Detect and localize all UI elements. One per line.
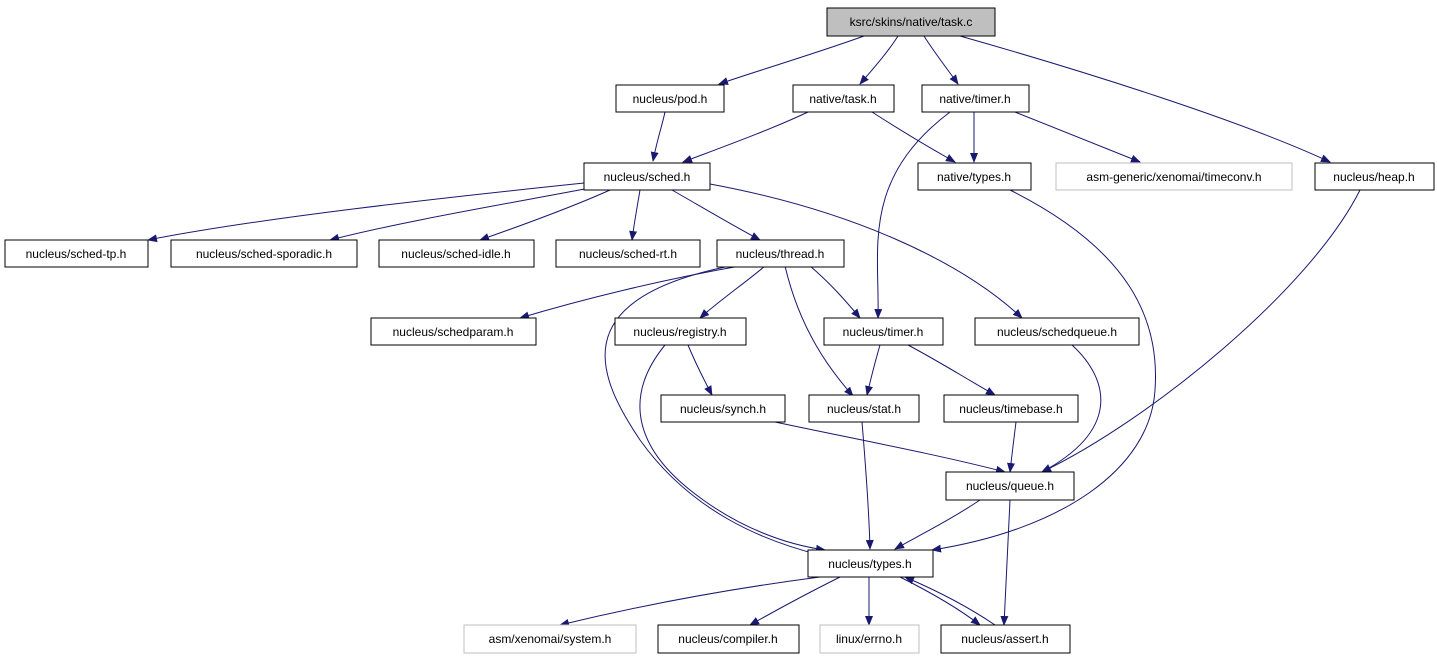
edge-thread-h-to-registry-h <box>699 265 766 319</box>
edge-task-c-to-heap-h <box>959 35 1331 163</box>
dependency-edges <box>147 35 1361 627</box>
edge-timebase-h-to-queue-h <box>1007 421 1017 473</box>
node-sched-idle-h[interactable]: nucleus/sched-idle.h <box>378 239 535 268</box>
node-label: nucleus/sched-idle.h <box>401 247 510 261</box>
node-sched-tp-h[interactable]: nucleus/sched-tp.h <box>4 239 149 268</box>
edge-thread-h-to-stat-h <box>784 265 854 397</box>
edge-assert-h-to-types-h <box>904 576 996 626</box>
node-label: nucleus/types.h <box>828 557 911 571</box>
node-stat-h[interactable]: nucleus/stat.h <box>808 394 920 423</box>
node-schedparam-h[interactable]: nucleus/schedparam.h <box>370 317 537 346</box>
edge-registry-h-to-types-h <box>639 344 826 553</box>
edge-sched-h-to-schedqueue-h <box>709 183 1023 319</box>
edge-types-h-to-assert-h <box>899 576 981 626</box>
node-label: native/timer.h <box>939 92 1010 106</box>
edge-schedqueue-h-to-queue-h <box>1041 344 1102 473</box>
node-label: nucleus/sched-sporadic.h <box>196 247 332 261</box>
node-label: nucleus/timer.h <box>843 325 924 339</box>
header-file-nodes: ksrc/skins/native/task.c nucleus/pod.h n… <box>4 7 1435 654</box>
node-label: nucleus/assert.h <box>961 632 1048 646</box>
node-task-c[interactable]: ksrc/skins/native/task.c <box>826 7 996 37</box>
node-label: nucleus/schedqueue.h <box>997 325 1117 339</box>
node-label: ksrc/skins/native/task.c <box>850 15 973 29</box>
node-system-h[interactable]: asm/xenomai/system.h <box>463 624 637 654</box>
edge-task-c-to-native-timer-h <box>923 35 959 85</box>
node-types-h[interactable]: nucleus/types.h <box>807 549 934 578</box>
node-sched-sporadic-h[interactable]: nucleus/sched-sporadic.h <box>170 239 358 268</box>
edge-thread-h-to-timer-h <box>809 265 861 319</box>
edge-thread-h-to-types-h <box>604 265 821 557</box>
node-native-timer-h[interactable]: native/timer.h <box>921 84 1030 113</box>
node-label: nucleus/synch.h <box>680 402 766 416</box>
node-label: nucleus/sched.h <box>604 170 691 184</box>
edge-queue-h-to-types-h <box>894 499 981 550</box>
edge-types-h-to-system-h <box>559 576 821 627</box>
edge-timer-h-to-stat-h <box>865 344 881 396</box>
node-label: nucleus/stat.h <box>827 402 901 416</box>
node-pod-h[interactable]: nucleus/pod.h <box>615 84 725 113</box>
node-label: nucleus/sched-tp.h <box>26 247 127 261</box>
edge-types-h-to-compiler-h <box>749 576 841 626</box>
node-label: nucleus/registry.h <box>633 325 726 339</box>
node-label: nucleus/timebase.h <box>959 402 1062 416</box>
node-label: nucleus/compiler.h <box>678 632 777 646</box>
edge-sched-h-to-sched-sporadic-h <box>329 187 591 242</box>
edge-sched-h-to-sched-rt-h <box>629 189 641 241</box>
edge-thread-h-to-schedparam-h <box>519 265 741 320</box>
node-label: nucleus/queue.h <box>966 479 1054 493</box>
node-compiler-h[interactable]: nucleus/compiler.h <box>657 624 800 654</box>
edge-heap-h-to-queue-h <box>1041 189 1361 473</box>
node-registry-h[interactable]: nucleus/registry.h <box>614 317 747 346</box>
node-label: nucleus/heap.h <box>1333 170 1414 184</box>
edge-synch-h-to-queue-h <box>774 421 1006 474</box>
node-label: asm/xenomai/system.h <box>489 632 612 646</box>
edge-native-types-h-to-types-h <box>931 189 1157 553</box>
edge-native-task-h-to-sched-h <box>682 111 809 163</box>
node-label: native/task.h <box>809 92 876 106</box>
node-schedqueue-h[interactable]: nucleus/schedqueue.h <box>974 317 1140 346</box>
edge-pod-h-to-sched-h <box>650 111 666 162</box>
node-label: linux/errno.h <box>836 632 902 646</box>
edge-sched-h-to-thread-h <box>671 189 761 241</box>
node-label: native/types.h <box>937 170 1011 184</box>
node-label: nucleus/thread.h <box>736 247 825 261</box>
node-label: nucleus/pod.h <box>633 92 708 106</box>
node-assert-h[interactable]: nucleus/assert.h <box>940 624 1071 654</box>
node-sched-rt-h[interactable]: nucleus/sched-rt.h <box>555 239 701 268</box>
node-label: nucleus/sched-rt.h <box>579 247 677 261</box>
node-heap-h[interactable]: nucleus/heap.h <box>1314 162 1435 191</box>
node-sched-h[interactable]: nucleus/sched.h <box>583 162 711 191</box>
edge-native-timer-h-to-timeconv-h <box>1014 111 1141 163</box>
edge-registry-h-to-synch-h <box>687 344 713 396</box>
node-native-task-h[interactable]: native/task.h <box>792 84 895 113</box>
edge-sched-h-to-sched-idle-h <box>479 189 611 241</box>
node-timer-h[interactable]: nucleus/timer.h <box>823 317 944 346</box>
node-errno-h[interactable]: linux/errno.h <box>819 624 920 654</box>
node-label: nucleus/schedparam.h <box>393 325 514 339</box>
edge-native-task-h-to-native-types-h <box>871 111 956 163</box>
edge-task-c-to-pod-h <box>718 35 865 85</box>
edge-sched-h-to-sched-tp-h <box>147 182 585 243</box>
node-timeconv-h[interactable]: asm-generic/xenomai/timeconv.h <box>1055 162 1293 191</box>
edge-task-c-to-native-task-h <box>859 35 899 85</box>
edge-queue-h-to-assert-h <box>1000 499 1011 626</box>
node-timebase-h[interactable]: nucleus/timebase.h <box>943 394 1079 423</box>
edge-native-timer-h-to-timer-h <box>874 111 951 319</box>
edge-timer-h-to-timebase-h <box>907 344 996 396</box>
node-thread-h[interactable]: nucleus/thread.h <box>716 239 845 268</box>
node-native-types-h[interactable]: native/types.h <box>917 162 1032 191</box>
node-label: asm-generic/xenomai/timeconv.h <box>1086 170 1261 184</box>
node-queue-h[interactable]: nucleus/queue.h <box>945 471 1075 501</box>
edge-stat-h-to-types-h <box>861 421 874 550</box>
node-synch-h[interactable]: nucleus/synch.h <box>660 394 786 423</box>
